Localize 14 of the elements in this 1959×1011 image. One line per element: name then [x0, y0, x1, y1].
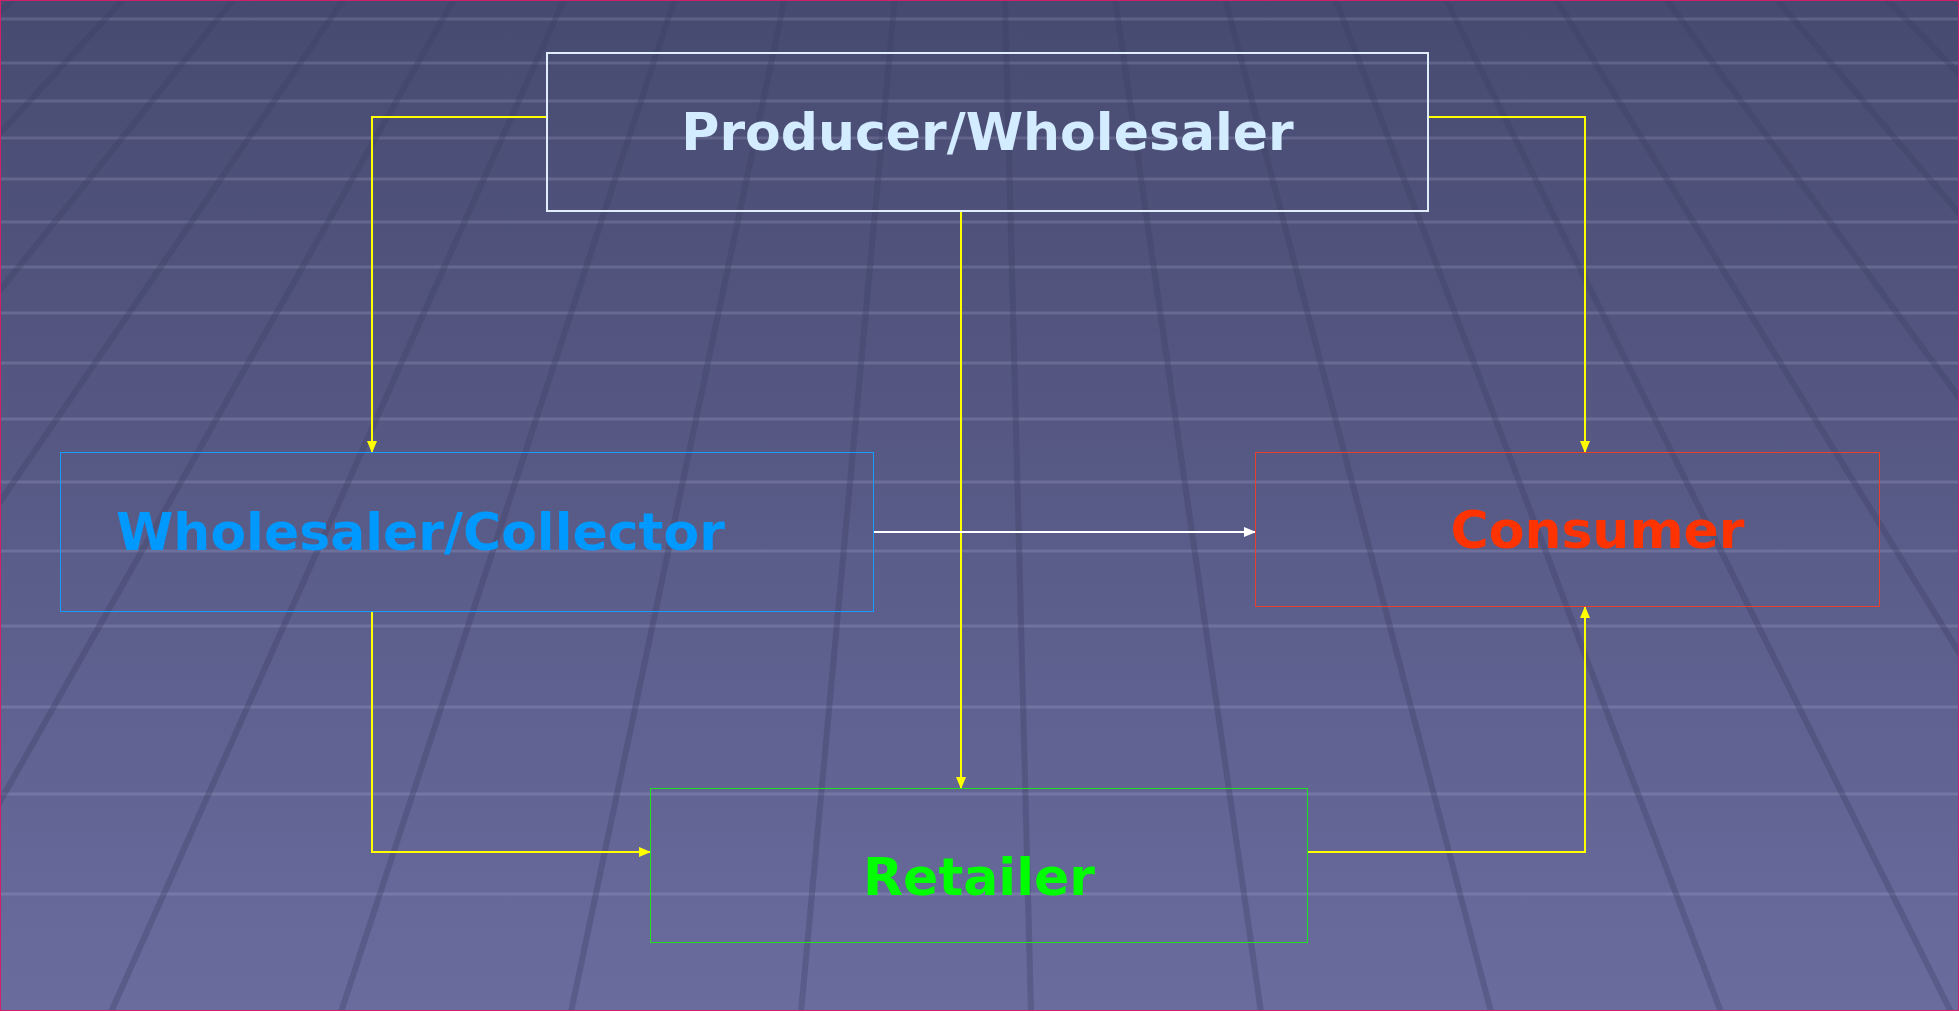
box-label: Producer/Wholesaler	[681, 106, 1294, 158]
arrow	[371, 611, 651, 857]
process-box	[546, 52, 1429, 212]
arrow	[956, 211, 966, 789]
arrow	[367, 116, 547, 453]
arrow	[1428, 116, 1590, 453]
process-box	[1255, 452, 1880, 607]
process-box	[60, 452, 874, 612]
box-label: Retailer	[863, 850, 1095, 903]
process-box	[650, 788, 1308, 943]
arrow	[1307, 606, 1590, 853]
box-label: Wholesaler/Collector	[116, 506, 725, 558]
box-label: Consumer	[1450, 503, 1745, 556]
arrow	[873, 527, 1256, 537]
